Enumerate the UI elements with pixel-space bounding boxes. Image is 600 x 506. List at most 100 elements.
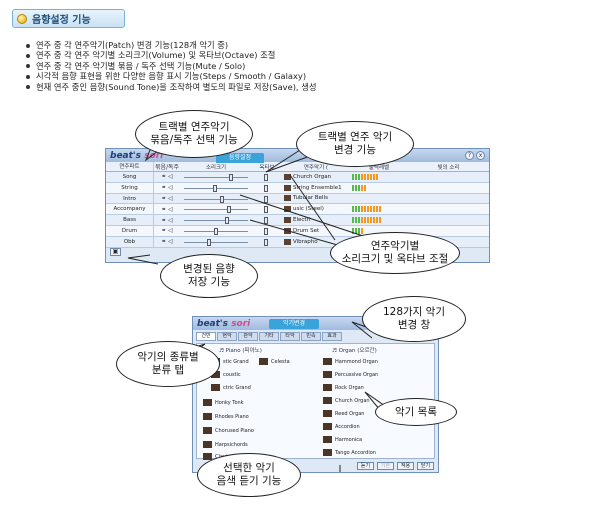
help-button[interactable]: ? xyxy=(465,151,474,160)
listen-button[interactable]: 듣기 xyxy=(357,462,374,470)
level-bar xyxy=(352,173,354,180)
visualizer-cell xyxy=(408,204,489,214)
section-title: 음향설정 기능 xyxy=(32,15,91,26)
feature-item: 현재 연주 중인 음향(Sound Tone)을 조작하여 별도의 파일로 저장… xyxy=(26,82,316,92)
instrument-item[interactable]: Accordion xyxy=(323,423,360,430)
mute-solo-toggle[interactable]: ⚭ ◁ xyxy=(161,173,173,181)
octave-slider[interactable] xyxy=(252,226,282,236)
close-button[interactable]: 닫기 xyxy=(417,462,434,470)
mute-solo-toggle[interactable]: ⚭ ◁ xyxy=(161,227,173,235)
instrument-item[interactable]: Harpsichords xyxy=(203,441,248,448)
mute-solo-toggle[interactable]: ⚭ ◁ xyxy=(161,194,173,202)
level-bar xyxy=(352,184,354,191)
category-tab[interactable]: 효과 xyxy=(322,332,342,341)
level-bar xyxy=(358,206,360,213)
instrument-icon xyxy=(323,423,332,430)
mixer-header: 연주파트 묶음/독주 소리크기 옥타브 연주악기 ( 출력레벨 빛의 소리 xyxy=(106,162,489,172)
level-bar xyxy=(355,217,357,224)
level-bar xyxy=(352,227,354,234)
instrument-icon xyxy=(284,227,291,234)
instrument-item[interactable]: Hammond Organ xyxy=(323,358,378,365)
level-bar xyxy=(379,206,381,213)
volume-slider[interactable] xyxy=(180,215,252,225)
instrument-item[interactable]: ctric Grand xyxy=(211,384,251,391)
octave-slider[interactable] xyxy=(252,204,282,214)
instrument-label: Electri xyxy=(293,217,311,224)
instrument-label: ctric Grand xyxy=(223,384,251,391)
level-bar xyxy=(376,217,378,224)
track-name: Drum xyxy=(106,225,154,236)
volume-slider[interactable] xyxy=(180,183,252,193)
volume-slider[interactable] xyxy=(180,226,252,236)
level-bar xyxy=(373,173,375,180)
instrument-item[interactable]: Rhodes Piano xyxy=(203,413,249,420)
instrument-item[interactable]: Church Organ xyxy=(323,397,370,404)
tab-sound-settings[interactable]: 음향설정 xyxy=(216,153,264,163)
instrument-label: usic (Steel) xyxy=(293,206,324,213)
volume-slider[interactable] xyxy=(180,204,252,214)
volume-slider[interactable] xyxy=(180,172,252,182)
volume-slider[interactable] xyxy=(180,237,252,247)
level-bar xyxy=(364,217,366,224)
bullet-icon xyxy=(17,13,27,24)
instrument-item[interactable]: Reed Organ xyxy=(323,410,364,417)
track-name: Bass xyxy=(106,215,154,225)
close-button[interactable]: x xyxy=(476,151,485,160)
instrument-item[interactable]: Rock Organ xyxy=(323,384,364,391)
level-bar xyxy=(358,184,360,191)
instrument-icon xyxy=(284,195,291,202)
category-tab[interactable]: 민속 xyxy=(301,332,321,341)
instrument-label: Percussive Organ xyxy=(335,371,379,378)
feature-item: 연주 중 각 연주악기(Patch) 변경 기능(128개 악기 중) xyxy=(26,40,316,50)
instrument-select[interactable]: String Ensemble1 xyxy=(282,184,350,191)
instrument-item[interactable]: Celesta xyxy=(259,358,290,365)
instrument-icon xyxy=(284,238,291,245)
instrument-select[interactable]: Church Organ xyxy=(282,173,350,180)
instrument-label: Vibrapho xyxy=(293,238,318,245)
mute-solo-toggle[interactable]: ⚭ ◁ xyxy=(161,205,173,213)
octave-slider[interactable] xyxy=(252,172,282,182)
level-bar xyxy=(367,173,369,180)
category-tab[interactable]: 관악 xyxy=(238,332,258,341)
instrument-label: Chorused Piano xyxy=(215,427,254,434)
instrument-select[interactable]: Drum Set xyxy=(282,227,350,234)
callout-list: 악기 목록 xyxy=(375,398,457,426)
instrument-item[interactable]: Tango Accordion xyxy=(323,449,376,456)
instrument-icon xyxy=(203,453,212,460)
instrument-select[interactable]: Electri xyxy=(282,217,350,224)
instrument-item[interactable]: Harmonica xyxy=(323,436,362,443)
level-bar xyxy=(355,206,357,213)
instrument-item[interactable]: Percussive Organ xyxy=(323,371,378,378)
mute-solo-toggle[interactable]: ⚭ ◁ xyxy=(161,238,173,246)
instrument-icon xyxy=(323,449,332,456)
instrument-select[interactable]: usic (Steel) xyxy=(282,206,350,213)
instrument-item[interactable]: Chorused Piano xyxy=(203,427,254,434)
feature-item: 시각적 음향 표현을 위한 다양한 음향 표시 기능(Steps / Smoot… xyxy=(26,71,316,81)
instrument-select[interactable]: Tubular Bells xyxy=(282,195,350,202)
level-bar xyxy=(370,173,372,180)
octave-slider[interactable] xyxy=(252,183,282,193)
mute-solo-toggle[interactable]: ⚭ ◁ xyxy=(161,184,173,192)
category-tab[interactable]: 현악 xyxy=(217,332,237,341)
default-button[interactable]: 기본 xyxy=(377,462,394,470)
instrument-label: String Ensemble1 xyxy=(293,184,342,191)
category-tab[interactable]: 타악 xyxy=(280,332,300,341)
octave-slider[interactable] xyxy=(252,237,282,247)
instrument-item[interactable]: Honky Tonk xyxy=(203,399,244,406)
category-tab[interactable]: 기타 xyxy=(259,332,279,341)
track-name: Song xyxy=(106,172,154,182)
level-bar xyxy=(367,206,369,213)
mute-solo-toggle[interactable]: ⚭ ◁ xyxy=(161,216,173,224)
instrument-label: coustic xyxy=(223,371,241,378)
col-part: 연주파트 xyxy=(106,162,154,171)
category-tab[interactable]: 건반 xyxy=(196,332,216,341)
octave-slider[interactable] xyxy=(252,215,282,225)
volume-slider[interactable] xyxy=(180,194,252,204)
mixer-footer: ▣ xyxy=(106,247,489,257)
apply-button[interactable]: 적용 xyxy=(397,462,414,470)
instrument-label: Honky Tonk xyxy=(215,399,244,406)
save-button[interactable]: ▣ xyxy=(110,248,121,257)
octave-slider[interactable] xyxy=(252,194,282,204)
instrument-item[interactable]: coustic xyxy=(211,371,241,378)
